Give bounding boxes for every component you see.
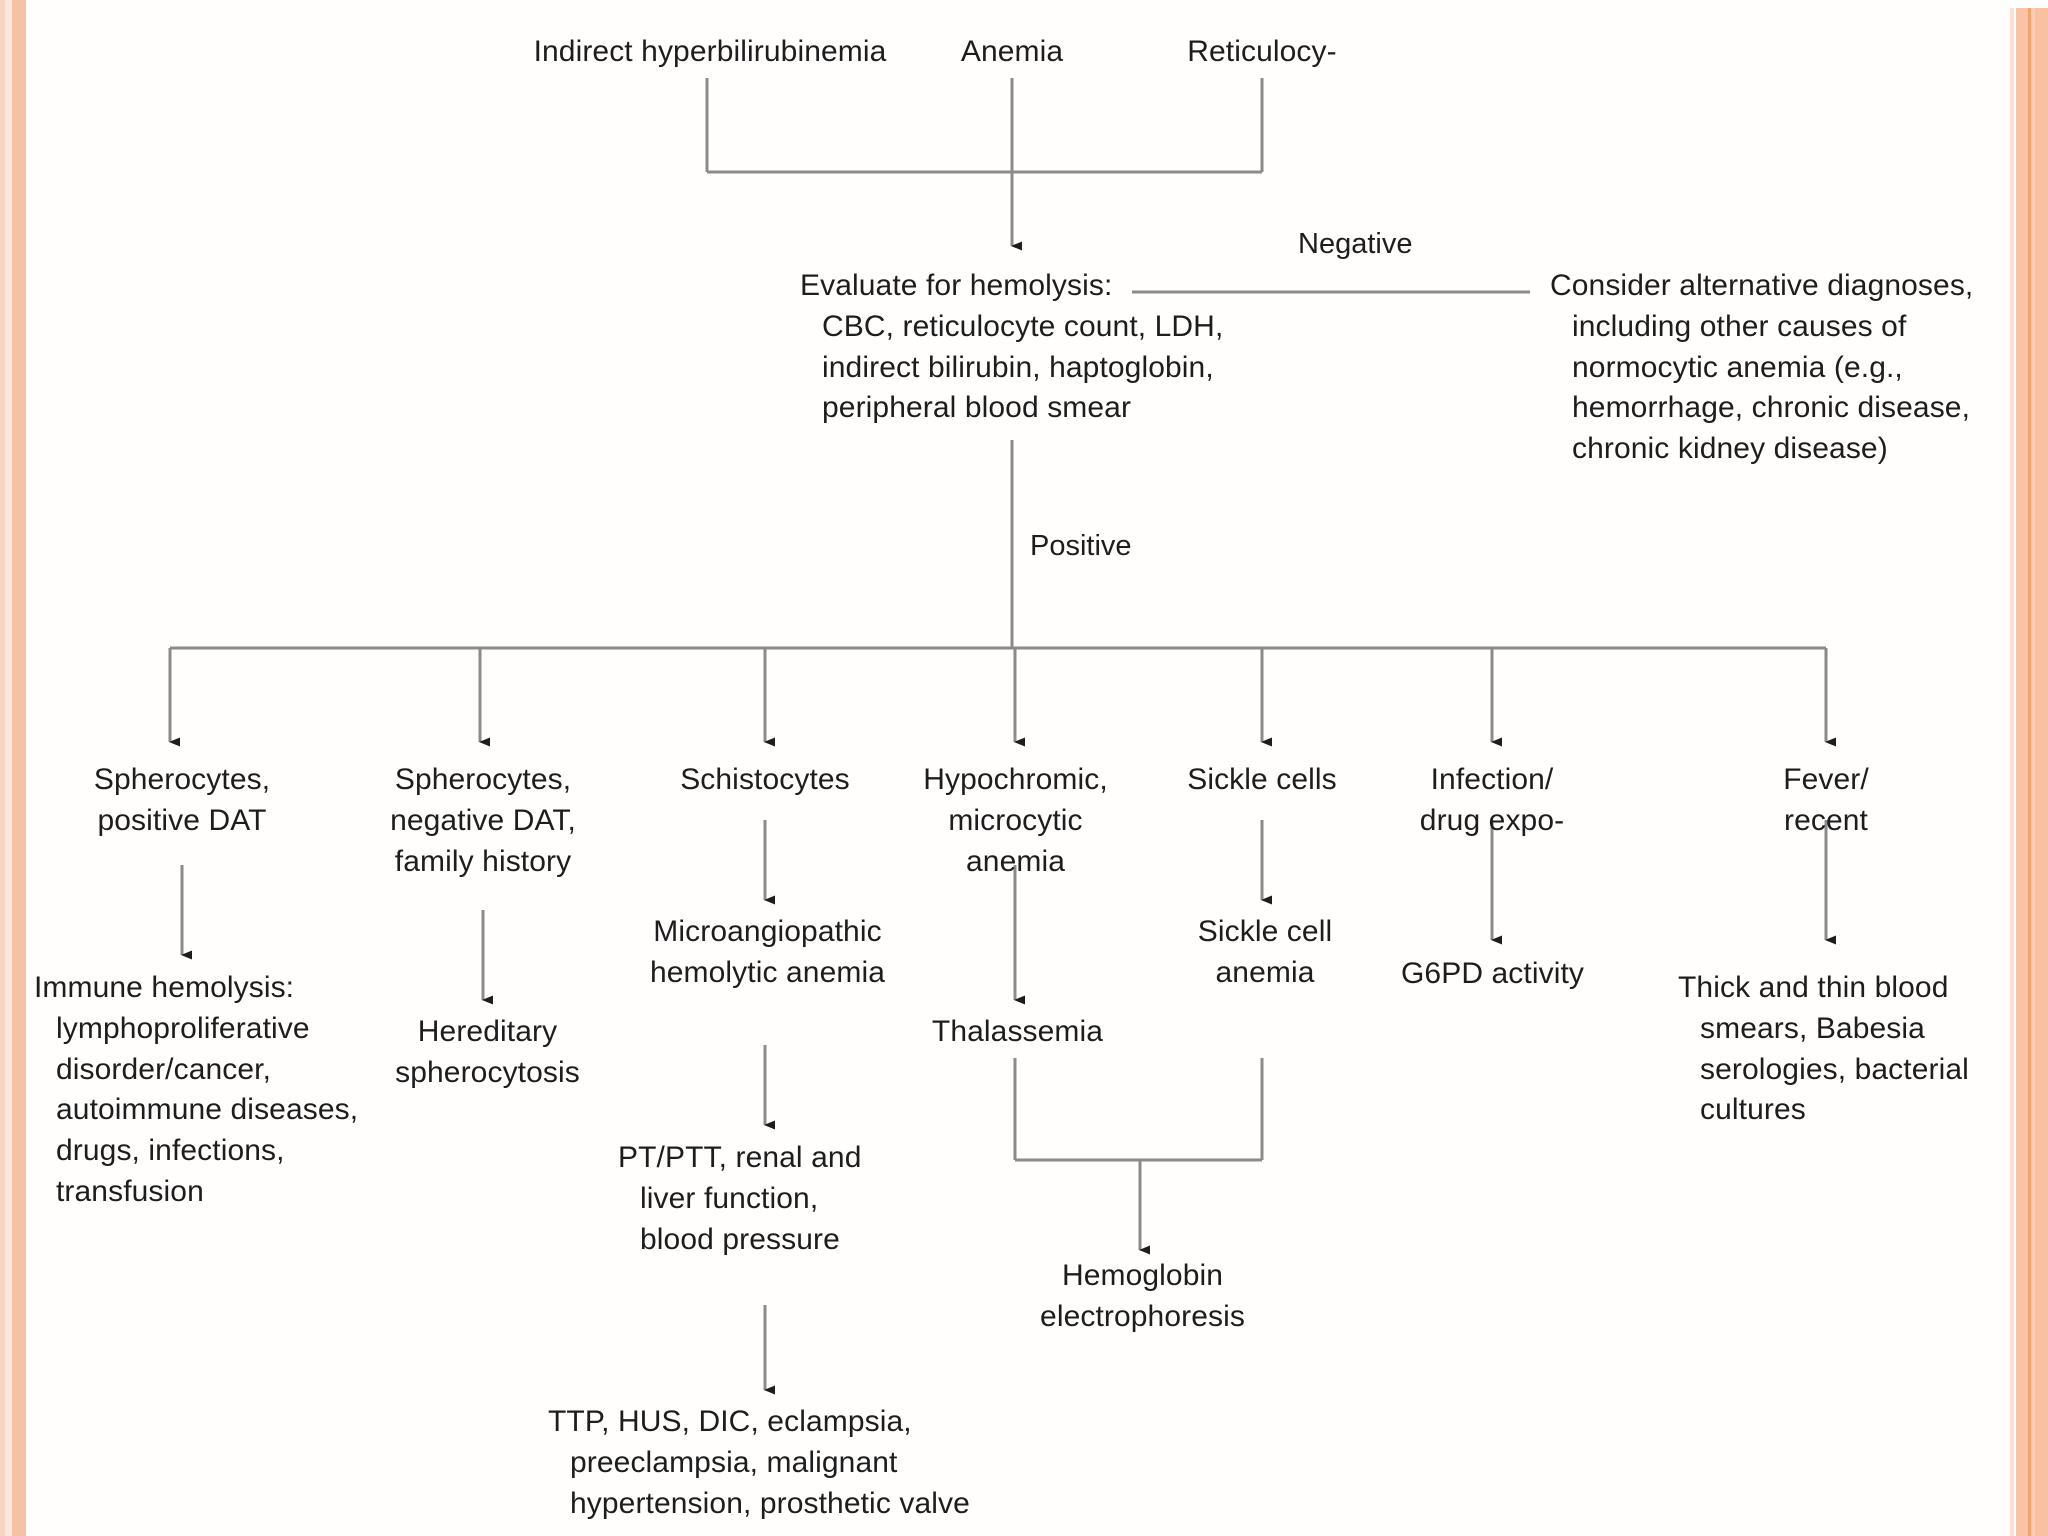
node-pt-ptt-renal-liver: PT/PTT, renal and liver function, blood … [618, 1141, 862, 1256]
node-spherocytes-positive-dat: Spherocytes, positive DAT [93, 763, 271, 837]
node-sickle-cells: Sickle cells [1187, 763, 1337, 796]
node-evaluate-for-hemolysis: Evaluate for hemolysis: CBC, reticulocyt… [800, 269, 1224, 425]
node-indirect-hyperbilirubinemia: Indirect hyperbilirubinemia [533, 35, 887, 68]
left-border-band-2 [5, 0, 12, 1536]
right-border-band-2 [2016, 0, 2028, 1536]
node-immune-hemolysis: Immune hemolysis: lymphoproliferative di… [34, 971, 359, 1208]
right-border-band-3 [2031, 0, 2035, 1536]
node-thalassemia: Thalassemia [931, 1015, 1104, 1048]
right-border-top-notch [2010, 0, 2048, 8]
node-anemia: Anemia [960, 35, 1064, 68]
right-border-band-4 [2035, 0, 2048, 1536]
node-fever-recent: Fever/ recent [1783, 763, 1869, 837]
right-border-gap [2014, 0, 2016, 1536]
node-reticulocytosis: Reticulocy- [1187, 35, 1337, 68]
node-thick-and-thin-blood-smears: Thick and thin blood smears, Babesia ser… [1678, 971, 1969, 1127]
node-schistocytes: Schistocytes [680, 763, 850, 796]
node-g6pd-activity: G6PD activity [1400, 957, 1584, 990]
node-hemoglobin-electrophoresis: Hemoglobin electrophoresis [1040, 1259, 1245, 1333]
left-border-band-1 [0, 0, 5, 1536]
node-sickle-cell-anemia: Sickle cell anemia [1197, 915, 1333, 989]
node-hypochromic-microcytic-anemia: Hypochromic, microcytic anemia [923, 763, 1108, 878]
edge-label-negative: Negative [1298, 228, 1413, 260]
right-border-band-1 [2010, 0, 2014, 1536]
node-microangiopathic-hemolytic-anemia: Microangiopathic hemolytic anemia [649, 915, 886, 989]
node-infection-drug-exposure: Infection/ drug expo- [1419, 763, 1565, 837]
edge-label-positive: Positive [1030, 530, 1132, 562]
node-ttp-hus-dic: TTP, HUS, DIC, eclampsia, preeclampsia, … [548, 1405, 970, 1520]
node-spherocytes-negative-dat: Spherocytes, negative DAT, family histor… [390, 763, 576, 878]
left-border-band-3 [12, 0, 26, 1536]
right-border-accent-line [2028, 0, 2031, 1536]
node-hereditary-spherocytosis: Hereditary spherocytosis [395, 1015, 580, 1089]
node-consider-alternative-diagnoses: Consider alternative diagnoses, includin… [1550, 269, 1974, 466]
